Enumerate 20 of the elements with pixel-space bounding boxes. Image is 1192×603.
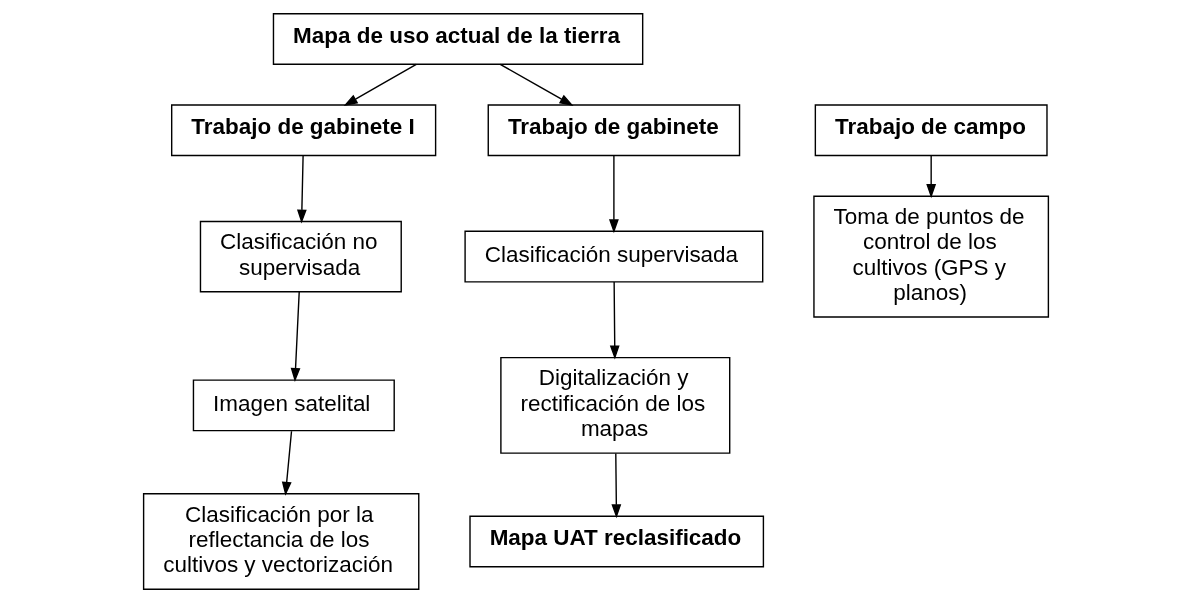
node-box: Trabajo de gabinete [487, 104, 741, 157]
node-box: Toma de puntos de control de los cultivos (GPS y planos) [813, 195, 1050, 318]
arrow [281, 430, 293, 496]
arrow [609, 155, 619, 234]
arrow [343, 63, 417, 106]
arrow [611, 452, 622, 519]
arrow [609, 281, 620, 360]
arrow [296, 155, 307, 224]
arrow [290, 291, 301, 382]
arrow [499, 63, 574, 106]
node-box: Clasificación supervisada [464, 230, 764, 283]
node-box: Trabajo de campo [814, 104, 1048, 157]
node-box: Clasificación por la reflectancia de los cultivos y vectorización [142, 493, 420, 590]
node-box: Mapa de uso actual de la tierra [272, 13, 644, 65]
node-box: Trabajo de gabinete I [171, 104, 437, 157]
node-box: Imagen satelital [192, 379, 395, 432]
node-box: Mapa UAT reclasificado [469, 515, 765, 568]
arrow [926, 155, 937, 199]
node-box: Digitalización y rectificación de los mapas [500, 356, 731, 454]
node-box: Clasificación no supervisada [199, 220, 402, 293]
